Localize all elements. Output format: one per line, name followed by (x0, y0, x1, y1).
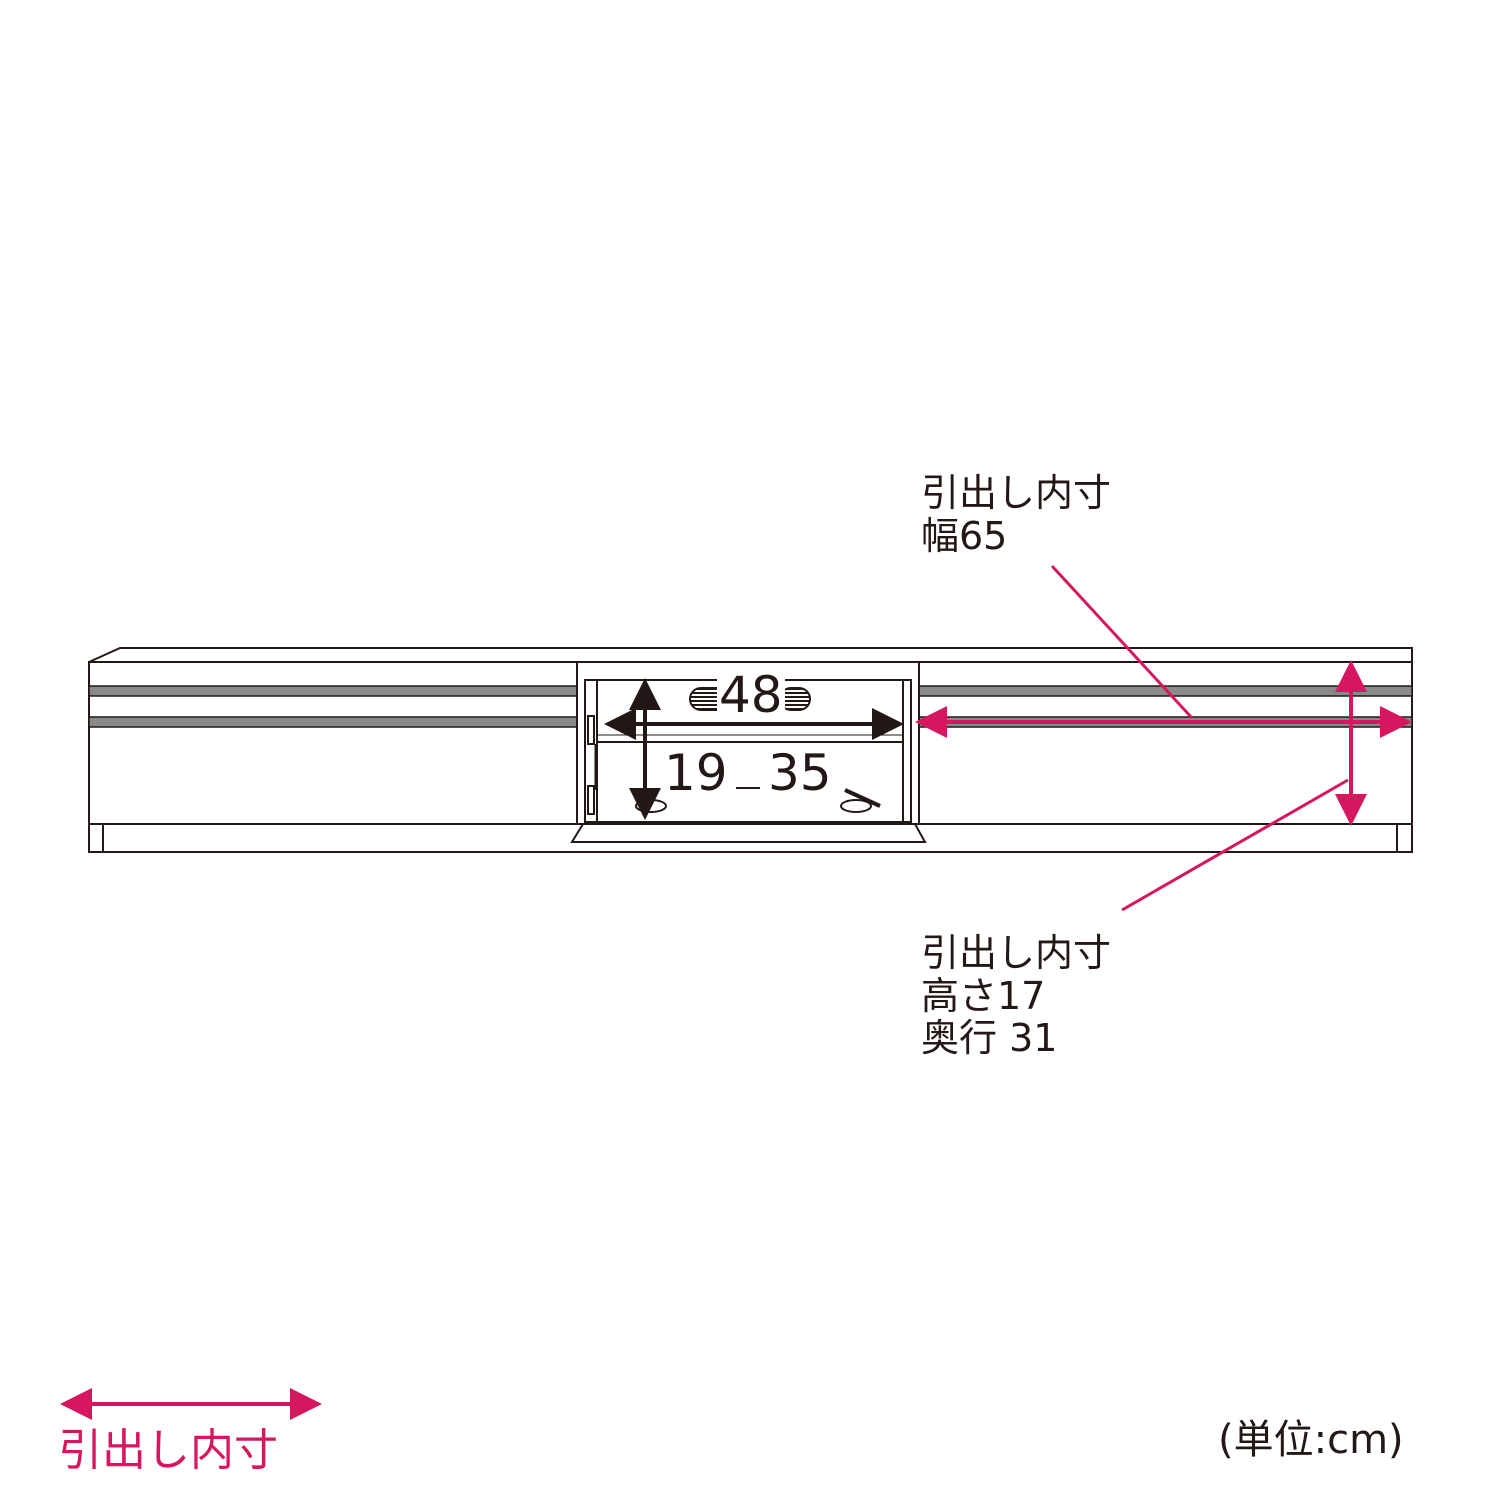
inner-dimension-arrows (604, 678, 904, 820)
callout-height-depth: 引出し内寸 高さ17 奥行 31 (921, 932, 1111, 1060)
callout-width-value: 幅65 (921, 513, 1008, 558)
inner-height-value: 19 (662, 744, 730, 802)
unit-label: (単位:cm) (1218, 1417, 1404, 1463)
cabinet-top-face (88, 647, 1413, 663)
inner-width-value: 48 (717, 666, 785, 724)
accent-dimension-arrows (915, 564, 1412, 912)
callout-hd-title: 引出し内寸 (921, 931, 1112, 975)
leader-height (1121, 778, 1349, 912)
cable-hole (840, 799, 872, 813)
callout-height-value: 高さ17 (921, 973, 1046, 1018)
callout-depth-value: 奥行 31 (921, 1016, 1058, 1061)
callout-width: 引出し内寸 幅65 (921, 472, 1111, 557)
legend-label: 引出し内寸 (58, 1425, 278, 1476)
callout-width-title: 引出し内寸 (921, 471, 1112, 515)
flap-door (570, 823, 927, 843)
inner-depth-value: 35 (766, 744, 834, 802)
leader-width (1050, 564, 1194, 720)
